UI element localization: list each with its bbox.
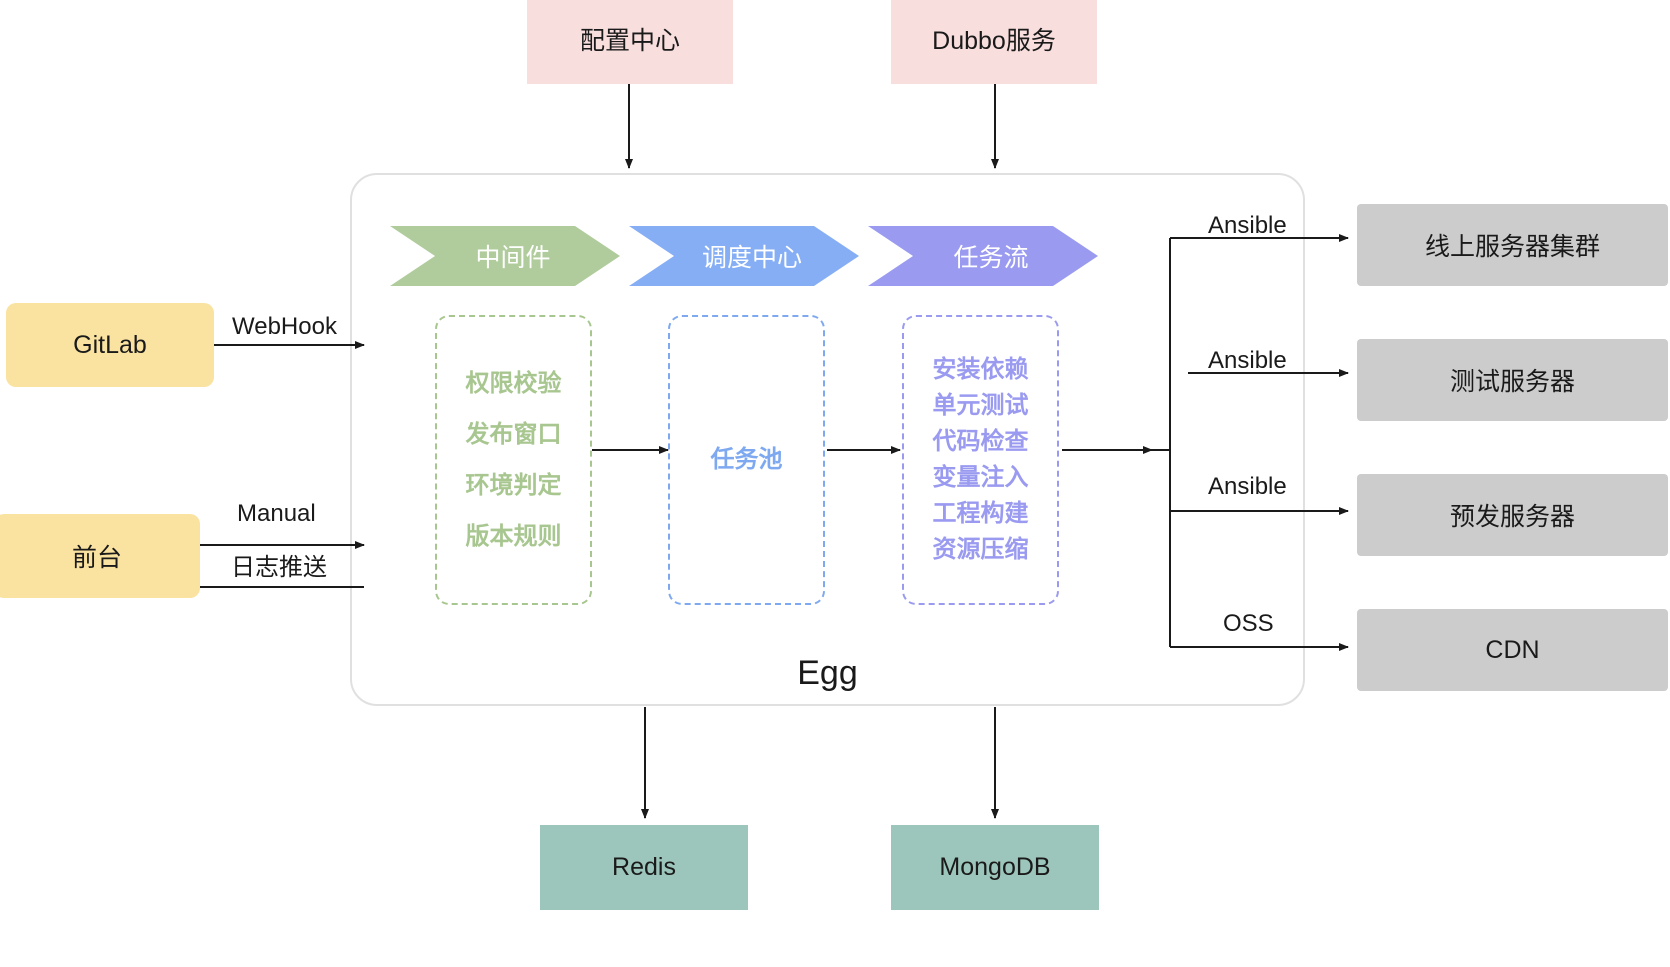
node-frontend[interactable]: 前台 — [0, 514, 200, 598]
edge-label-ansible-test: Ansible — [1208, 347, 1287, 374]
stage-scheduler-text: 调度中心 — [701, 244, 802, 272]
node-config-center[interactable]: 配置中心 — [527, 0, 733, 84]
egg-container-title: Egg — [797, 653, 858, 692]
middleware-item: 权限校验 — [465, 369, 562, 397]
node-cdn-label: CDN — [1485, 635, 1540, 664]
stagebox-scheduler[interactable]: 任务池 — [668, 315, 825, 605]
node-mongodb-label: MongoDB — [939, 853, 1051, 881]
node-mongodb[interactable]: MongoDB — [891, 825, 1099, 910]
node-staging-server-label: 预发服务器 — [1449, 503, 1575, 531]
egg-container-outline — [350, 173, 1305, 706]
chevron-taskflow — [868, 226, 1098, 286]
stagebox-middleware[interactable]: 权限校验 发布窗口 环境判定 版本规则 — [435, 315, 592, 605]
stagebox-taskflow[interactable]: 安装依赖 单元测试 代码检查 变量注入 工程构建 资源压缩 — [902, 315, 1059, 605]
stage-label-taskflow[interactable]: 任务流 — [868, 226, 1098, 286]
edge-label-oss: OSS — [1223, 610, 1274, 637]
node-online-cluster-label: 线上服务器集群 — [1424, 233, 1600, 261]
node-cdn[interactable]: CDN — [1357, 609, 1668, 691]
node-test-server[interactable]: 测试服务器 — [1357, 339, 1668, 421]
scheduler-item: 任务池 — [710, 446, 783, 473]
middleware-item: 环境判定 — [465, 471, 562, 499]
taskflow-item: 代码检查 — [932, 428, 1029, 455]
chevron-scheduler — [629, 226, 859, 286]
node-frontend-label: 前台 — [71, 544, 122, 572]
node-staging-server[interactable]: 预发服务器 — [1357, 474, 1668, 556]
node-config-center-label: 配置中心 — [579, 26, 680, 55]
node-redis-label: Redis — [612, 853, 676, 881]
taskflow-item: 变量注入 — [932, 464, 1029, 491]
middleware-item: 发布窗口 — [465, 420, 562, 448]
edge-label-webhook: WebHook — [232, 313, 337, 340]
middleware-item: 版本规则 — [465, 522, 562, 550]
node-online-cluster[interactable]: 线上服务器集群 — [1357, 204, 1668, 286]
edge-label-ansible-staging: Ansible — [1208, 473, 1287, 500]
stage-label-middleware[interactable]: 中间件 — [390, 226, 620, 286]
edge-label-log-push: 日志推送 — [231, 554, 327, 581]
node-dubbo-service[interactable]: Dubbo服务 — [891, 0, 1097, 84]
stage-taskflow-text: 任务流 — [953, 244, 1029, 272]
node-redis[interactable]: Redis — [540, 825, 748, 910]
chevron-middleware — [390, 226, 620, 286]
node-test-server-label: 测试服务器 — [1449, 368, 1575, 396]
node-gitlab-label: GitLab — [73, 330, 147, 359]
node-dubbo-service-label: Dubbo服务 — [932, 26, 1056, 55]
taskflow-item: 单元测试 — [932, 392, 1029, 419]
taskflow-item: 工程构建 — [932, 500, 1029, 527]
edge-label-manual: Manual — [237, 500, 316, 527]
node-gitlab[interactable]: GitLab — [6, 303, 214, 387]
stage-label-scheduler[interactable]: 调度中心 — [629, 226, 859, 286]
stage-middleware-text: 中间件 — [475, 244, 551, 272]
taskflow-item: 资源压缩 — [932, 536, 1029, 563]
taskflow-item: 安装依赖 — [932, 356, 1029, 383]
edge-label-ansible-online: Ansible — [1208, 212, 1287, 239]
